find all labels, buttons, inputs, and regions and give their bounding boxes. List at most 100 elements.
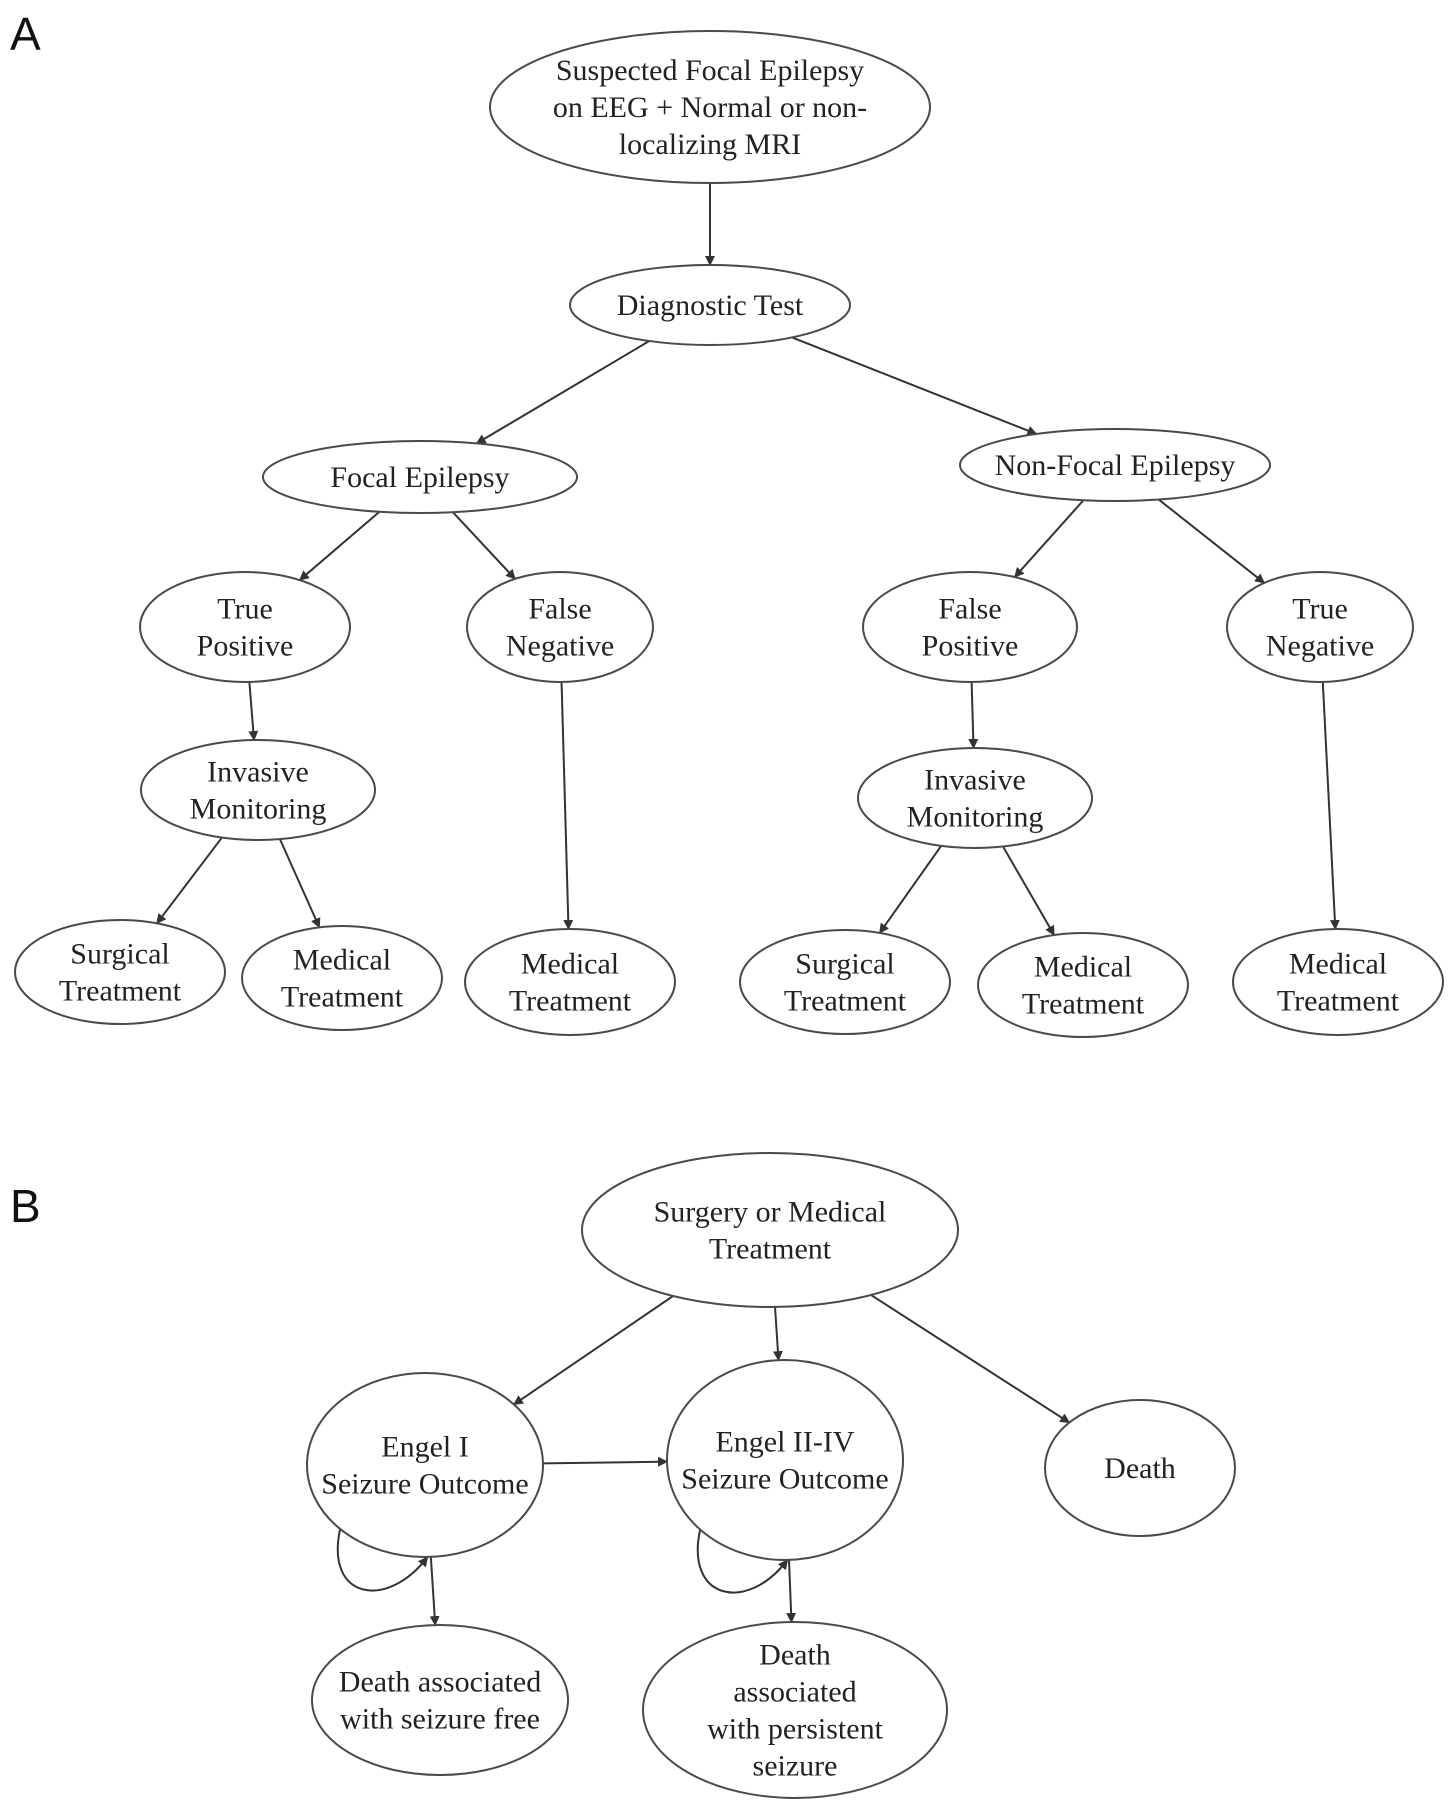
edge-inv2-to-surg2	[878, 845, 942, 934]
node-fp-text-line: False	[938, 593, 1001, 626]
node-death-shape	[1044, 1399, 1236, 1537]
edge-inv1-to-med1	[279, 838, 321, 929]
edge-surgery-to-death	[870, 1294, 1071, 1424]
node-engel1-text-line: Engel I	[381, 1431, 468, 1464]
edge-engel2-self-loop	[696, 1529, 789, 1594]
node-med2-text-line: Medical	[521, 948, 619, 981]
node-med1-text-line: Treatment	[281, 981, 404, 1014]
node-nonfocal: Non-Focal Epilepsy	[959, 428, 1271, 502]
node-tp-text-line: Positive	[197, 630, 294, 663]
edge-engel1-to-death_free	[429, 1556, 440, 1627]
node-death_free-text-line: Death associated	[339, 1666, 541, 1699]
node-engel2-text-line: Engel II-IV	[715, 1426, 854, 1459]
node-nonfocal-text-line: Non-Focal Epilepsy	[995, 449, 1236, 482]
edge-nonfocal-to-fp	[1013, 499, 1085, 578]
node-death_persist-text-line: associated	[733, 1676, 856, 1709]
node-med4-shape	[1232, 928, 1444, 1036]
node-surg1-text-line: Surgical	[70, 938, 169, 971]
node-death_persist-text-line: with persistent	[707, 1713, 883, 1746]
node-focal: Focal Epilepsy	[262, 440, 578, 514]
node-med4-text-line: Medical	[1289, 948, 1387, 981]
node-death-text-line: Death	[1104, 1452, 1176, 1485]
node-suspected-text-line: Suspected Focal Epilepsy	[556, 54, 864, 87]
node-surgery-shape	[581, 1152, 959, 1308]
node-tp-shape	[139, 571, 351, 683]
node-med1-text-line: Medical	[293, 944, 391, 977]
panel-a-label: A	[10, 8, 41, 60]
node-death_free-text-line: with seizure free	[340, 1703, 540, 1736]
node-engel2-shape	[666, 1359, 904, 1561]
node-suspected-shape	[489, 30, 931, 184]
edge-fp-to-inv2	[968, 681, 979, 750]
edge-engel1-to-engel2	[542, 1456, 669, 1467]
node-tn-text-line: True	[1292, 593, 1348, 626]
node-engel1-shape	[306, 1372, 544, 1558]
node-suspected-text-line: localizing MRI	[619, 128, 801, 161]
node-med4-text-line: Treatment	[1277, 985, 1400, 1018]
node-diagnostic: Diagnostic Test	[569, 264, 851, 346]
node-tn-text-line: Negative	[1266, 630, 1374, 663]
node-focal-shape	[262, 440, 578, 514]
node-med3-shape	[977, 932, 1189, 1038]
edge-tp-to-inv1	[248, 681, 259, 742]
node-med1-shape	[241, 925, 443, 1031]
edge-nonfocal-to-tn	[1158, 498, 1266, 584]
node-death_persist-text-line: seizure	[753, 1750, 838, 1783]
edge-surgery-to-engel1	[513, 1295, 674, 1406]
edge-engel2-to-death_persist	[786, 1559, 797, 1624]
node-surg2-text-line: Surgical	[795, 948, 894, 981]
node-fp-shape	[862, 571, 1078, 683]
node-tp-text-line: True	[217, 593, 273, 626]
node-med3-text-line: Medical	[1034, 951, 1132, 984]
nodes: Suspected Focal Epilepsy on EEG + Normal …	[14, 30, 1444, 1799]
node-med2-text-line: Treatment	[509, 985, 632, 1018]
node-death_free: Death associated with seizure free	[311, 1624, 569, 1776]
edge-focal-to-fn	[452, 511, 516, 580]
edge-diagnostic-to-nonfocal	[791, 336, 1038, 436]
node-focal-text-line: Focal Epilepsy	[330, 461, 509, 494]
node-surgery-text-line: Treatment	[709, 1233, 832, 1266]
node-surg2-text-line: Treatment	[784, 985, 907, 1018]
node-death_persist-shape	[642, 1621, 948, 1799]
node-med3-text-line: Treatment	[1022, 988, 1145, 1021]
node-suspected: Suspected Focal Epilepsy on EEG + Normal …	[489, 30, 931, 184]
edge-engel1-self-loop	[336, 1529, 429, 1592]
node-death_free-shape	[311, 1624, 569, 1776]
node-inv2-text-line: Invasive	[924, 764, 1026, 797]
edge-focal-to-tp	[298, 511, 381, 581]
node-suspected-text-line: on EEG + Normal or non-	[553, 91, 867, 124]
node-inv2-text-line: Monitoring	[907, 801, 1044, 834]
node-diagnostic-shape	[569, 264, 851, 346]
edge-tn-to-med4	[1321, 681, 1340, 931]
node-tn-shape	[1226, 571, 1414, 683]
node-inv2-shape	[857, 747, 1093, 849]
edge-fn-to-med2	[560, 681, 574, 931]
node-surg2-shape	[739, 929, 951, 1035]
node-fp-text-line: Positive	[922, 630, 1019, 663]
node-fn-text-line: False	[528, 593, 591, 626]
node-inv1-text-line: Monitoring	[190, 793, 327, 826]
edge-surgery-to-engel2	[772, 1306, 783, 1362]
edges	[156, 183, 1340, 1627]
node-fn-text-line: Negative	[506, 630, 614, 663]
node-surg1-text-line: Treatment	[59, 975, 182, 1008]
panel-b-label: B	[10, 1180, 41, 1232]
node-surg1-shape	[14, 919, 226, 1025]
